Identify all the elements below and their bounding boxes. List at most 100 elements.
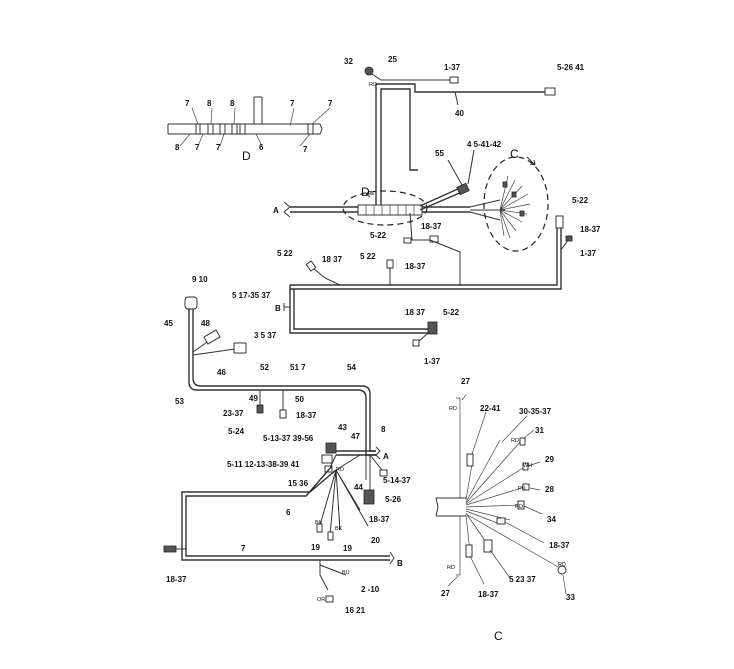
label-20: 20 <box>371 536 380 545</box>
detail-d-band-5 <box>239 123 246 135</box>
branch-2-10 <box>319 560 347 591</box>
c-fan-wires <box>499 175 531 239</box>
wire-code-bk1: BK <box>315 520 323 526</box>
connector-5-22-right <box>555 215 564 229</box>
detail-d-ellipse <box>342 190 428 226</box>
connector-16-21 <box>325 595 334 603</box>
label-15-36: 15 36 <box>288 479 309 488</box>
connector-48 <box>203 329 221 345</box>
label-48: 48 <box>201 319 210 328</box>
wire-code-rd3: RD <box>449 406 457 412</box>
label-6: 6 <box>286 508 291 517</box>
connector-19-b <box>327 531 334 541</box>
connector-1-37-right <box>565 235 573 242</box>
main-trunk-end <box>283 201 291 218</box>
label-18-37-c: 18-37 <box>405 262 426 271</box>
detail-c-conn-33 <box>557 565 567 575</box>
connector-5-26 <box>363 489 375 505</box>
connector-5-26-41 <box>544 87 556 96</box>
detail-d-band-4 <box>231 123 238 135</box>
connector-55 <box>456 182 470 196</box>
detail-d-riser <box>253 96 263 124</box>
connector-3-5-37 <box>233 342 247 354</box>
branch-5-14-37 <box>369 454 383 471</box>
label-5-14-37: 5-14-37 <box>383 476 411 485</box>
detail-d-band-6 <box>307 123 314 135</box>
label-45: 45 <box>164 319 173 328</box>
detail-d-arrow <box>365 190 374 198</box>
detail-d <box>167 96 331 147</box>
detail-c-wire-27-bot <box>456 516 461 576</box>
label-c-33: 33 <box>566 593 575 602</box>
connector-18-37-bot <box>163 545 177 553</box>
label-5-22-a: 5-22 <box>370 231 387 240</box>
label-54: 54 <box>347 363 356 372</box>
wire-code-pu: PU <box>518 486 526 492</box>
wire-code-bk2: BK <box>335 526 343 532</box>
label-c-34: 34 <box>547 515 556 524</box>
label-18-37-right: 18-37 <box>580 225 601 234</box>
label-d2-7a: 7 <box>195 143 200 152</box>
branch-32-25 <box>371 73 382 81</box>
detail-c-fan-wires <box>465 439 561 569</box>
label-a-main: A <box>273 206 279 215</box>
label-19-a: 19 <box>311 543 320 552</box>
label-c-caption: C <box>494 629 503 643</box>
label-d2-6: 6 <box>259 143 264 152</box>
a-mid-end <box>375 446 381 460</box>
wire-code-rd5: RD <box>515 504 523 510</box>
label-19-b: 19 <box>343 544 352 553</box>
label-18-37-e: 18-37 <box>296 411 317 420</box>
label-d1-7c: 7 <box>328 99 333 108</box>
label-b-bot: B <box>397 559 403 568</box>
leader-55 <box>447 159 463 186</box>
detail-c-conn-28 <box>522 483 530 491</box>
label-c-18-37: 18-37 <box>549 541 570 550</box>
labels: 32 25 1-37 5-26 41 40 4 5-41-42 55 C D A… <box>164 55 601 643</box>
label-44: 44 <box>354 483 363 492</box>
leader-40 <box>454 91 459 106</box>
label-52: 52 <box>260 363 269 372</box>
label-a-mid: A <box>383 452 389 461</box>
branch-to-55 <box>419 187 463 211</box>
leader-4-5-41-42 <box>467 149 475 185</box>
label-53: 53 <box>175 397 184 406</box>
label-d1-8a: 8 <box>207 99 212 108</box>
label-40: 40 <box>455 109 464 118</box>
wire-code-rd4: RD <box>511 438 519 444</box>
label-1-37-top: 1-37 <box>444 63 461 72</box>
label-c-28: 28 <box>545 485 554 494</box>
connector-5-11 <box>321 454 333 464</box>
mid-loop-top <box>290 228 562 290</box>
label-55: 55 <box>435 149 444 158</box>
detail-c <box>435 394 567 595</box>
branch-46 <box>192 348 236 356</box>
wire-code-rd7: RD <box>558 562 566 568</box>
connector-19-a <box>316 523 323 533</box>
label-47: 47 <box>351 432 360 441</box>
detail-d-leaders <box>179 107 331 147</box>
label-23-37: 23-37 <box>223 409 244 418</box>
label-5-11-etc: 5-11 12-13-38-39 41 <box>227 460 300 469</box>
detail-c-leaders <box>447 394 567 595</box>
label-18-37-a: 18-37 <box>421 222 442 231</box>
branch-5-22-a <box>409 212 430 241</box>
label-d2-8: 8 <box>175 143 180 152</box>
label-3-5-37: 3 5 37 <box>254 331 277 340</box>
connector-9-10 <box>184 296 198 310</box>
label-d-caption: D <box>242 149 251 163</box>
connector-5-14-37 <box>379 469 388 477</box>
label-c-arrow: C <box>510 147 519 161</box>
branch-1-37-d <box>417 332 429 343</box>
connector-1-37-d <box>412 339 420 347</box>
wire-code-rd2: RD <box>336 467 344 473</box>
wire-code-wh: WH <box>523 463 532 469</box>
label-18-37-d: 18 37 <box>405 308 426 317</box>
right-run-wire <box>429 239 461 285</box>
label-32: 32 <box>344 57 353 66</box>
label-1-37-right: 1-37 <box>580 249 597 258</box>
riser-9-10 <box>188 309 194 355</box>
branch-15-36 <box>329 454 361 471</box>
wire-code-or: OR <box>317 597 325 603</box>
